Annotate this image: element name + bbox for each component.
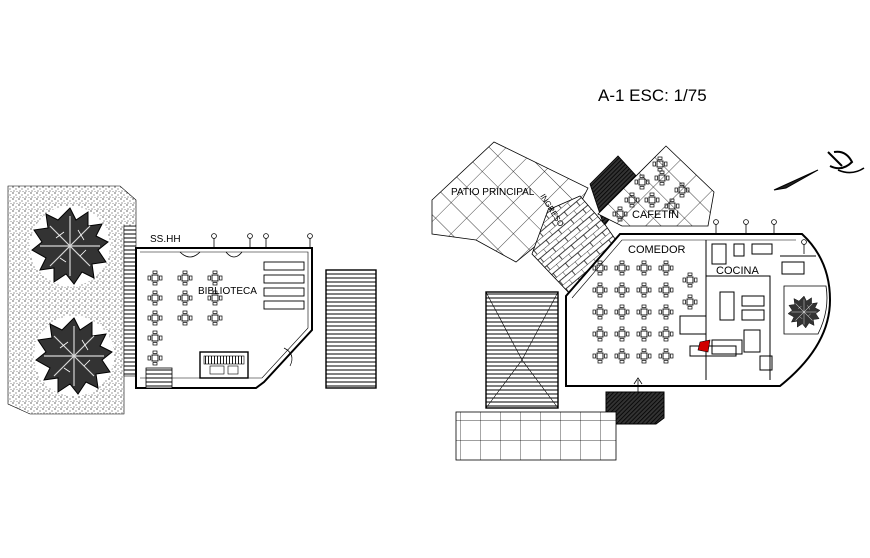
room-label-biblioteca: BIBLIOTECA: [198, 286, 257, 297]
drawing-title: A-1 ESC: 1/75: [598, 86, 707, 105]
tree-icon: [786, 294, 822, 330]
tree-icon: [29, 205, 111, 287]
room-label-sshh: SS.HH: [150, 234, 181, 245]
room-label-patio: PATIO PRINCIPAL: [451, 187, 535, 198]
bookshelves: [263, 261, 305, 310]
cafetin-area: CAFETIN: [597, 145, 715, 227]
comedor-cocina-building: COMEDOR COCINA: [565, 219, 832, 387]
reception-counter: [199, 351, 249, 379]
door-swing-icon: [283, 347, 293, 367]
garden-planter: [783, 285, 828, 335]
biblioteca-building: SS.HH BIBLIOTECA: [135, 233, 313, 389]
stair-icon: [145, 367, 173, 389]
accent-mark: [697, 339, 711, 353]
tree-icon: [33, 315, 115, 397]
exterior-grid: [455, 411, 617, 461]
hatched-block: [485, 291, 559, 409]
annex-block: [325, 269, 377, 389]
room-label-comedor: COMEDOR: [628, 244, 686, 256]
room-label-cocina: COCINA: [716, 265, 759, 277]
left-garden: [7, 185, 137, 415]
kitchen-fixtures: [679, 240, 816, 380]
room-label-cafetin: CAFETIN: [632, 209, 679, 221]
north-arrow-icon: [773, 150, 865, 191]
